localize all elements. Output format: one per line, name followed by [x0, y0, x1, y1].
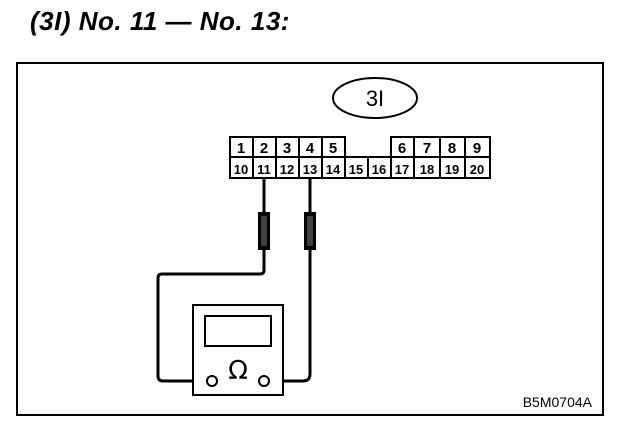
probe-lead-pin-11	[156, 178, 270, 383]
pin-label-16: 16	[372, 162, 386, 177]
pin-label-4: 4	[306, 140, 315, 157]
meter-terminal-right	[258, 375, 270, 387]
pin-label-17: 17	[395, 162, 409, 177]
pin-label-7: 7	[423, 140, 431, 157]
ohm-symbol: Ω	[228, 356, 248, 386]
pin-label-20: 20	[470, 162, 484, 177]
pin-label-18: 18	[420, 162, 434, 177]
probe-lead-pin-13	[272, 178, 316, 383]
pin-label-8: 8	[448, 140, 456, 157]
pin-label-12: 12	[280, 162, 294, 177]
connector-pin-grid: 1 2 3 4 5 6 7 8 9 10 11 12 13 14 15 16 1…	[229, 136, 491, 179]
figure-code: B5M0704A	[522, 394, 592, 410]
pin-label-13: 13	[303, 162, 317, 177]
connector-label: 3I	[366, 86, 384, 111]
pin-label-1: 1	[237, 140, 245, 157]
pin-label-3: 3	[283, 140, 291, 157]
meter-terminal-left	[206, 375, 218, 387]
pin-label-9: 9	[473, 140, 481, 157]
pin-label-19: 19	[445, 162, 459, 177]
meter-display	[204, 315, 272, 347]
pin-label-14: 14	[326, 162, 341, 177]
pin-label-5: 5	[329, 140, 337, 157]
pin-label-10: 10	[234, 162, 248, 177]
page-title: (3I) No. 11 — No. 13:	[30, 6, 290, 36]
pin-label-2: 2	[260, 140, 268, 157]
pin-label-6: 6	[398, 140, 406, 157]
pin-label-15: 15	[349, 162, 363, 177]
connector-label-oval	[332, 77, 418, 119]
pin-label-11: 11	[257, 162, 271, 177]
ohmmeter: Ω	[192, 304, 284, 396]
diagram-frame	[16, 62, 604, 416]
